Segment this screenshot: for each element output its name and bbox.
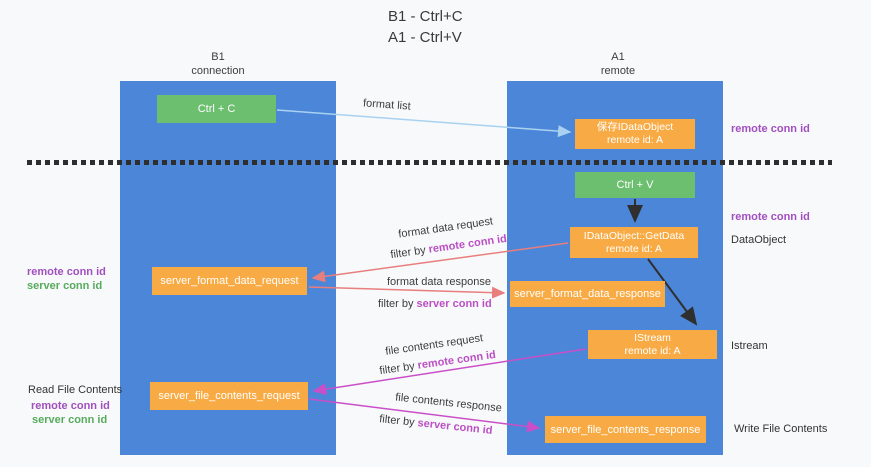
- write-file-contents-label: Write File Contents: [734, 423, 828, 435]
- istream-node: IStream remote id: A: [588, 330, 717, 359]
- server-file-contents-response-node: server_file_contents_response: [545, 416, 706, 443]
- read-file-contents-label: Read File Contents: [28, 384, 123, 396]
- lane-b1-title: B1: [211, 51, 225, 63]
- server-format-data-response-label: server_format_data_response: [514, 288, 661, 300]
- lane-header-b1: B1 connection: [163, 50, 273, 78]
- title-line-2: A1 - Ctrl+V: [388, 29, 462, 46]
- lane-a1-subtitle: remote: [600, 65, 636, 77]
- format-data-response-label: format data response: [387, 276, 491, 288]
- istream-line1: IStream: [634, 331, 671, 344]
- left-remote-conn-id-label-bottom: remote conn id: [31, 400, 110, 412]
- dataobject-label: DataObject: [731, 234, 787, 246]
- ctrl-c-label: Ctrl + C: [197, 103, 236, 115]
- server-format-data-response-node: server_format_data_response: [510, 281, 665, 307]
- ctrl-v-label: Ctrl + V: [616, 179, 654, 191]
- filter-prefix: filter by: [378, 413, 419, 430]
- filter-remote-conn-id: remote conn id: [416, 348, 497, 372]
- save-dataobject-node: 保存IDataObject remote id: A: [575, 119, 695, 149]
- left-remote-conn-id-label: remote conn id: [27, 266, 106, 278]
- server-file-contents-request-node: server_file_contents_request: [150, 382, 308, 410]
- getdata-node: IDataObject::GetData remote id: A: [570, 227, 698, 258]
- diagram-title: B1 - Ctrl+C A1 - Ctrl+V: [388, 6, 463, 48]
- getdata-line2: remote id: A: [605, 242, 663, 255]
- istream-side-label: Istream: [731, 340, 768, 352]
- ctrl-v-node: Ctrl + V: [575, 172, 695, 198]
- file-contents-response-filter-label: filter by server conn id: [379, 413, 493, 437]
- file-contents-response-label: file contents response: [394, 391, 503, 415]
- lane-header-a1: A1 remote: [563, 50, 673, 78]
- filter-remote-conn-id: remote conn id: [427, 232, 508, 256]
- left-server-conn-id-label: server conn id: [27, 280, 103, 292]
- filter-prefix: filter by: [378, 359, 419, 378]
- istream-line2: remote id: A: [624, 344, 681, 357]
- lane-a1-title: A1: [611, 51, 625, 63]
- getdata-line1: IDataObject::GetData: [583, 229, 685, 242]
- server-format-data-request-node: server_format_data_request: [152, 267, 307, 295]
- left-server-conn-id-label-bottom: server conn id: [32, 414, 108, 426]
- save-dataobject-line1: 保存IDataObject: [596, 121, 674, 133]
- filter-prefix: filter by: [389, 243, 430, 262]
- server-format-data-request-label: server_format_data_request: [160, 275, 299, 287]
- right-remote-conn-id-label-ctrlv: remote conn id: [731, 211, 810, 223]
- lane-b1-subtitle: connection: [191, 65, 245, 77]
- title-line-1: B1 - Ctrl+C: [388, 8, 463, 25]
- server-file-contents-request-label: server_file_contents_request: [158, 390, 300, 402]
- right-remote-conn-id-label-top: remote conn id: [731, 123, 810, 135]
- save-dataobject-line2: remote id: A: [606, 134, 664, 146]
- filter-server-conn-id: server conn id: [416, 298, 492, 310]
- format-data-response-filter-label: filter by server conn id: [378, 298, 492, 310]
- server-file-contents-response-label: server_file_contents_response: [550, 423, 701, 436]
- dashed-divider: [27, 160, 832, 165]
- ctrl-c-node: Ctrl + C: [157, 95, 276, 123]
- filter-prefix: filter by: [378, 298, 417, 310]
- filter-server-conn-id: server conn id: [416, 417, 494, 437]
- format-list-label: format list: [362, 97, 412, 113]
